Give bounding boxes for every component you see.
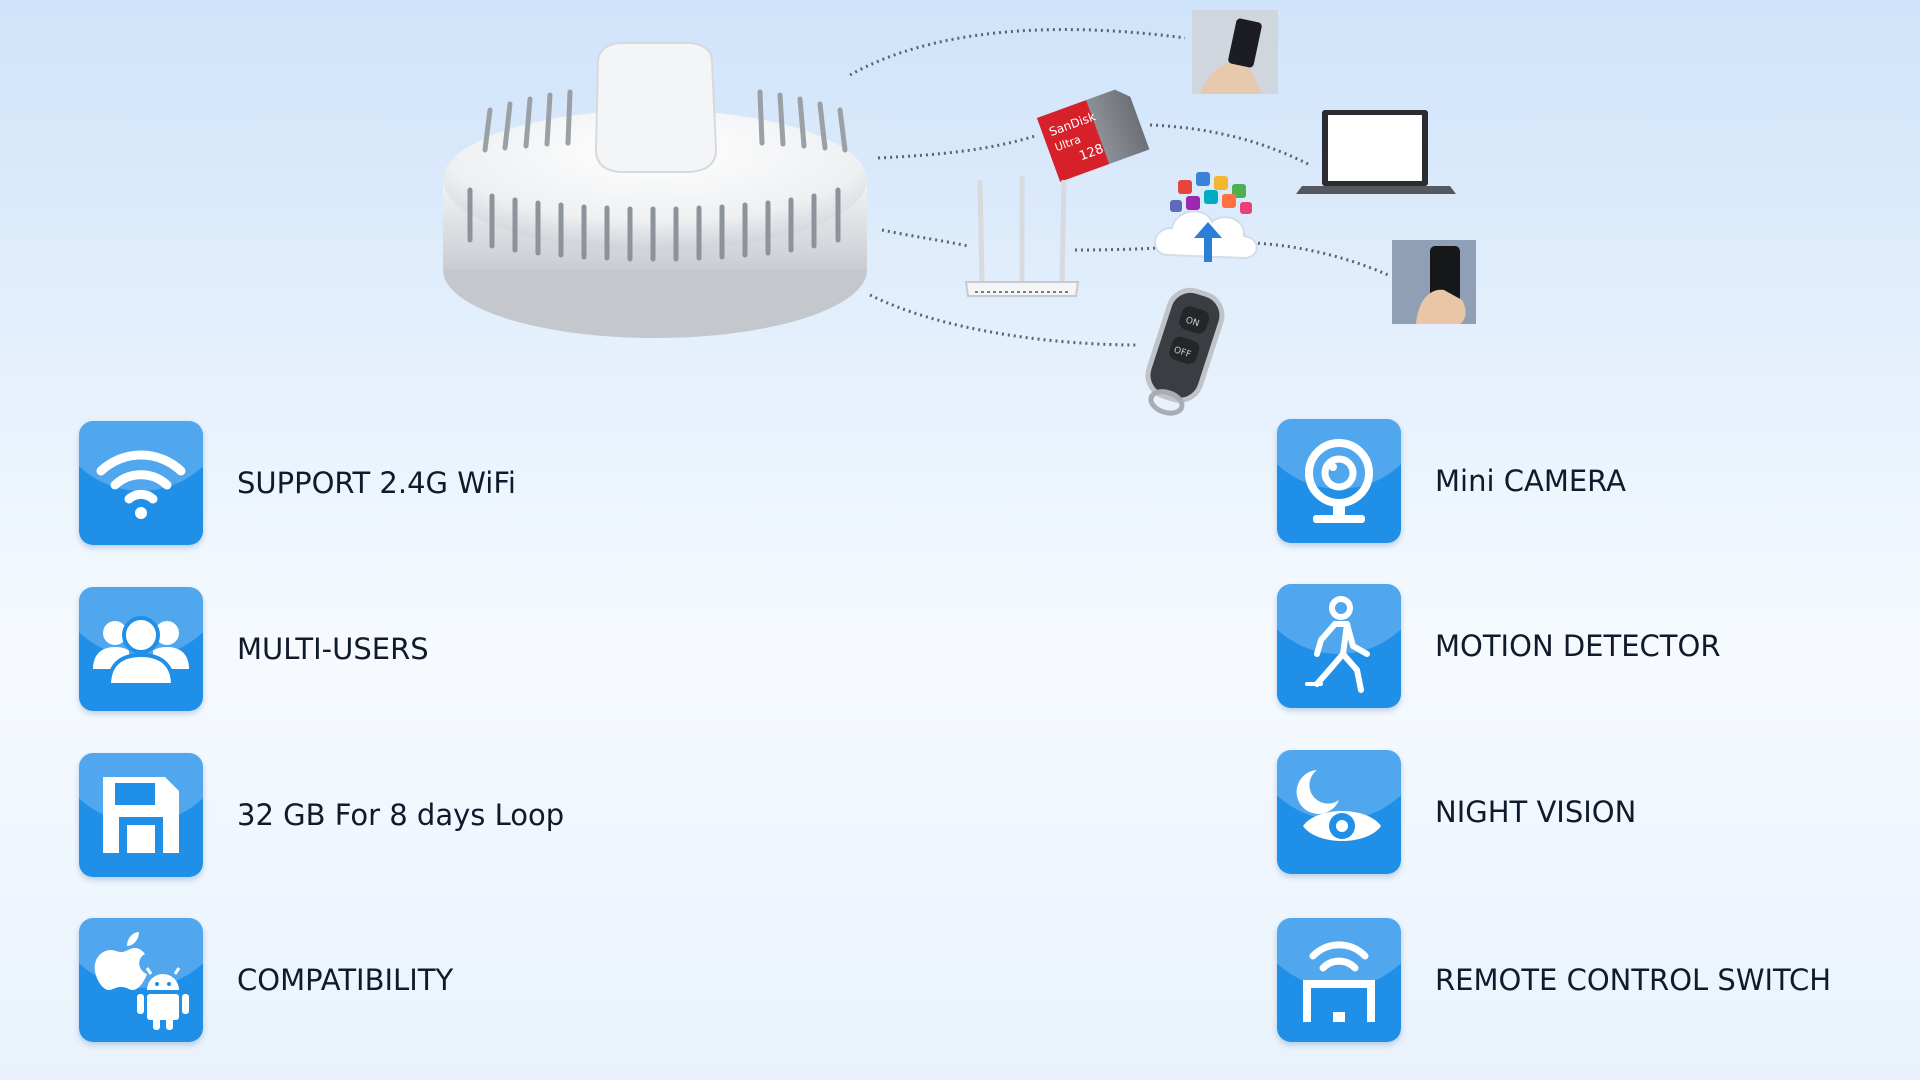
feature-label: 32 GB For 8 days Loop	[237, 798, 565, 832]
remote-on-label: ON	[1184, 316, 1200, 330]
users-icon	[79, 587, 203, 711]
feature-multi-users: MULTI-USERS	[79, 587, 429, 711]
line-cloud-to-phone	[1251, 241, 1389, 277]
feature-remote-control: REMOTE CONTROL SWITCH	[1277, 918, 1831, 1042]
smoke-detector-device	[443, 42, 867, 338]
smartphone-in-hand-photo	[1192, 10, 1278, 94]
feature-label: NIGHT VISION	[1435, 795, 1637, 829]
key-fob-remote-icon: ON OFF	[1145, 287, 1225, 416]
app-icons-cluster	[1170, 172, 1252, 214]
cloud-upload-icon	[1154, 172, 1258, 262]
line-to-router	[881, 228, 969, 248]
wifi-router-icon	[964, 176, 1080, 297]
feature-label: MOTION DETECTOR	[1435, 629, 1721, 663]
feature-label: SUPPORT 2.4G WiFi	[237, 466, 516, 500]
feature-label: COMPATIBILITY	[237, 963, 454, 997]
feature-wifi: SUPPORT 2.4G WiFi	[79, 421, 516, 545]
laptop-icon	[1296, 110, 1456, 194]
feature-mini-camera: Mini CAMERA	[1277, 419, 1626, 543]
feature-label: REMOTE CONTROL SWITCH	[1435, 963, 1832, 997]
connection-lines	[849, 28, 1389, 347]
hero-illustration: SanDisk Ultra 128	[443, 10, 1476, 416]
line-sd-to-laptop	[1149, 123, 1309, 166]
line-to-phone-top	[849, 28, 1186, 77]
remote-switch-icon	[1277, 918, 1401, 1042]
line-to-sd-card	[877, 134, 1036, 160]
webcam-icon	[1277, 419, 1401, 543]
feature-night-vision: NIGHT VISION	[1277, 750, 1636, 874]
feature-motion-detector: MOTION DETECTOR	[1277, 584, 1720, 708]
feature-compatibility: COMPATIBILITY	[79, 918, 453, 1042]
feature-label: MULTI-USERS	[237, 632, 429, 666]
sd-card: SanDisk Ultra 128	[1036, 89, 1150, 182]
moon-eye-icon	[1277, 750, 1401, 874]
apple-android-icon	[79, 918, 203, 1042]
line-to-remote	[869, 293, 1139, 347]
smartphone-photo	[1392, 240, 1476, 324]
feature-storage: 32 GB For 8 days Loop	[79, 753, 564, 877]
floppy-disk-icon	[79, 753, 203, 877]
line-router-to-cloud	[1074, 246, 1159, 252]
walking-person-icon	[1277, 584, 1401, 708]
wifi-icon	[79, 421, 203, 545]
feature-label: Mini CAMERA	[1435, 464, 1626, 498]
